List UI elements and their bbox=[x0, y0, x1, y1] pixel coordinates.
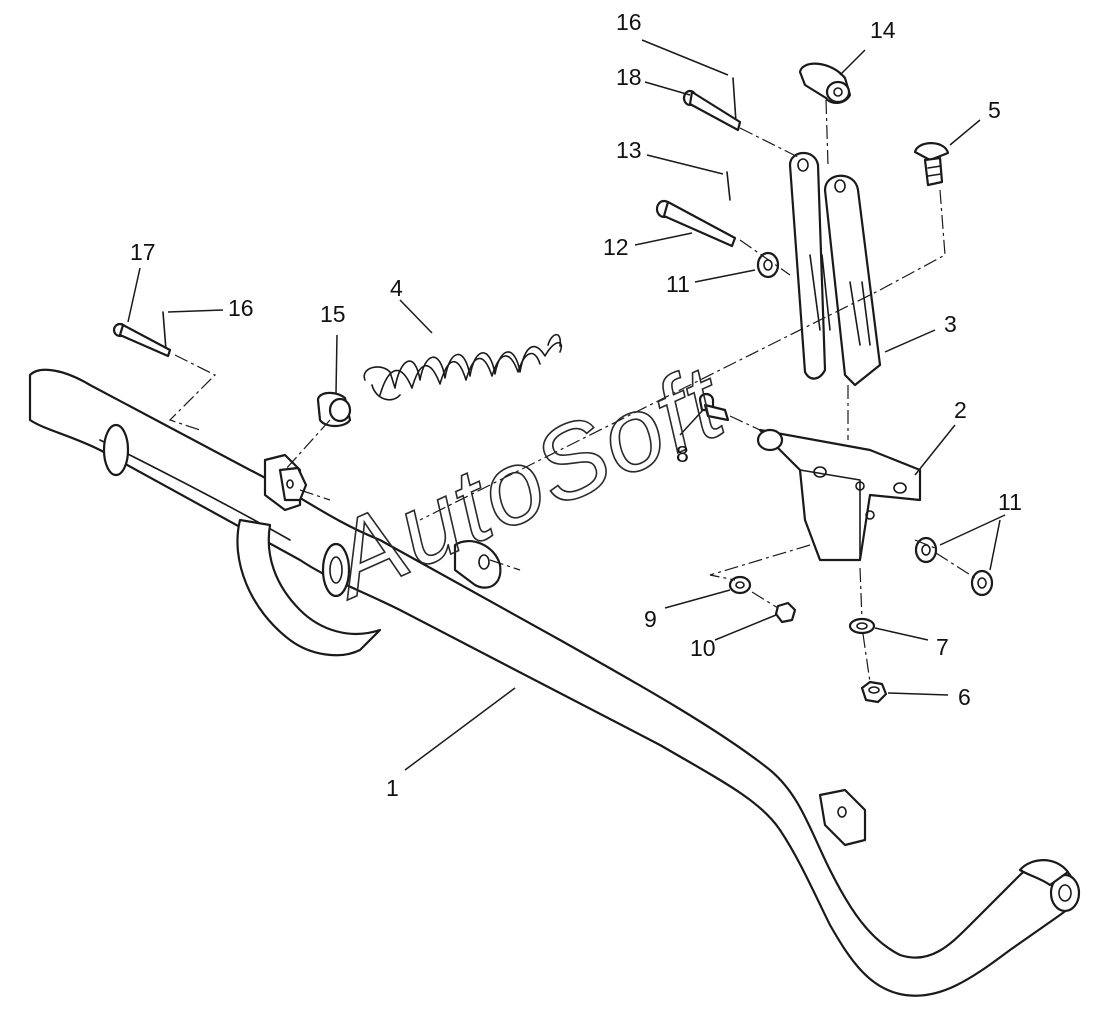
carriage-bolt-part-5 bbox=[913, 142, 950, 187]
washer-part-7 bbox=[848, 617, 876, 635]
slotted-plate-part-3 bbox=[788, 151, 882, 387]
cotter-pin-part-13 bbox=[726, 171, 731, 201]
callout-10: 10 bbox=[690, 635, 716, 661]
bushing-part-15 bbox=[316, 391, 352, 428]
callout-8: 8 bbox=[676, 441, 689, 467]
callout-18: 18 bbox=[616, 64, 642, 90]
lift-shaft-part-1 bbox=[28, 368, 1081, 997]
washer-part-11-a bbox=[756, 251, 780, 279]
callout-15: 15 bbox=[320, 301, 346, 327]
callout-16-top: 16 bbox=[616, 9, 642, 35]
callout-11-right: 11 bbox=[998, 489, 1022, 515]
callout-17: 17 bbox=[130, 239, 156, 265]
callout-4: 4 bbox=[390, 275, 403, 301]
pin-part-18 bbox=[682, 89, 742, 132]
watermark: AutoSoft bbox=[309, 343, 743, 621]
bolt-part-8 bbox=[698, 392, 730, 422]
callout-13: 13 bbox=[616, 137, 642, 163]
callout-14: 14 bbox=[870, 17, 896, 43]
callout-5: 5 bbox=[988, 97, 1001, 123]
callout-9: 9 bbox=[644, 606, 657, 632]
spring-part-4 bbox=[363, 333, 563, 401]
nut-part-10 bbox=[774, 601, 797, 624]
cotter-pin-part-16-b bbox=[162, 311, 167, 351]
callout-6: 6 bbox=[958, 684, 971, 710]
leader-lines bbox=[127, 39, 1006, 771]
clevis-pin-part-12 bbox=[655, 199, 737, 248]
callout-12: 12 bbox=[603, 234, 629, 260]
callout-3: 3 bbox=[944, 311, 957, 337]
callout-1: 1 bbox=[386, 775, 399, 801]
pin-part-17 bbox=[112, 322, 172, 358]
assembly-lines bbox=[168, 99, 976, 683]
callouts: 1 2 3 4 5 6 7 8 9 10 11 11 12 13 14 15 1… bbox=[130, 9, 1022, 801]
mounting-bracket-part-2 bbox=[756, 428, 922, 562]
callout-16-left: 16 bbox=[228, 295, 254, 321]
washer-part-11-c bbox=[970, 569, 994, 597]
washer-part-11-b bbox=[914, 536, 938, 564]
callout-7: 7 bbox=[936, 634, 949, 660]
bushing-part-14 bbox=[798, 62, 852, 104]
callout-2: 2 bbox=[954, 397, 967, 423]
cotter-pin-part-16-a bbox=[732, 77, 737, 123]
callout-11-left: 11 bbox=[666, 271, 690, 297]
hex-nut-part-6 bbox=[860, 680, 888, 704]
washer-part-9 bbox=[728, 575, 752, 595]
